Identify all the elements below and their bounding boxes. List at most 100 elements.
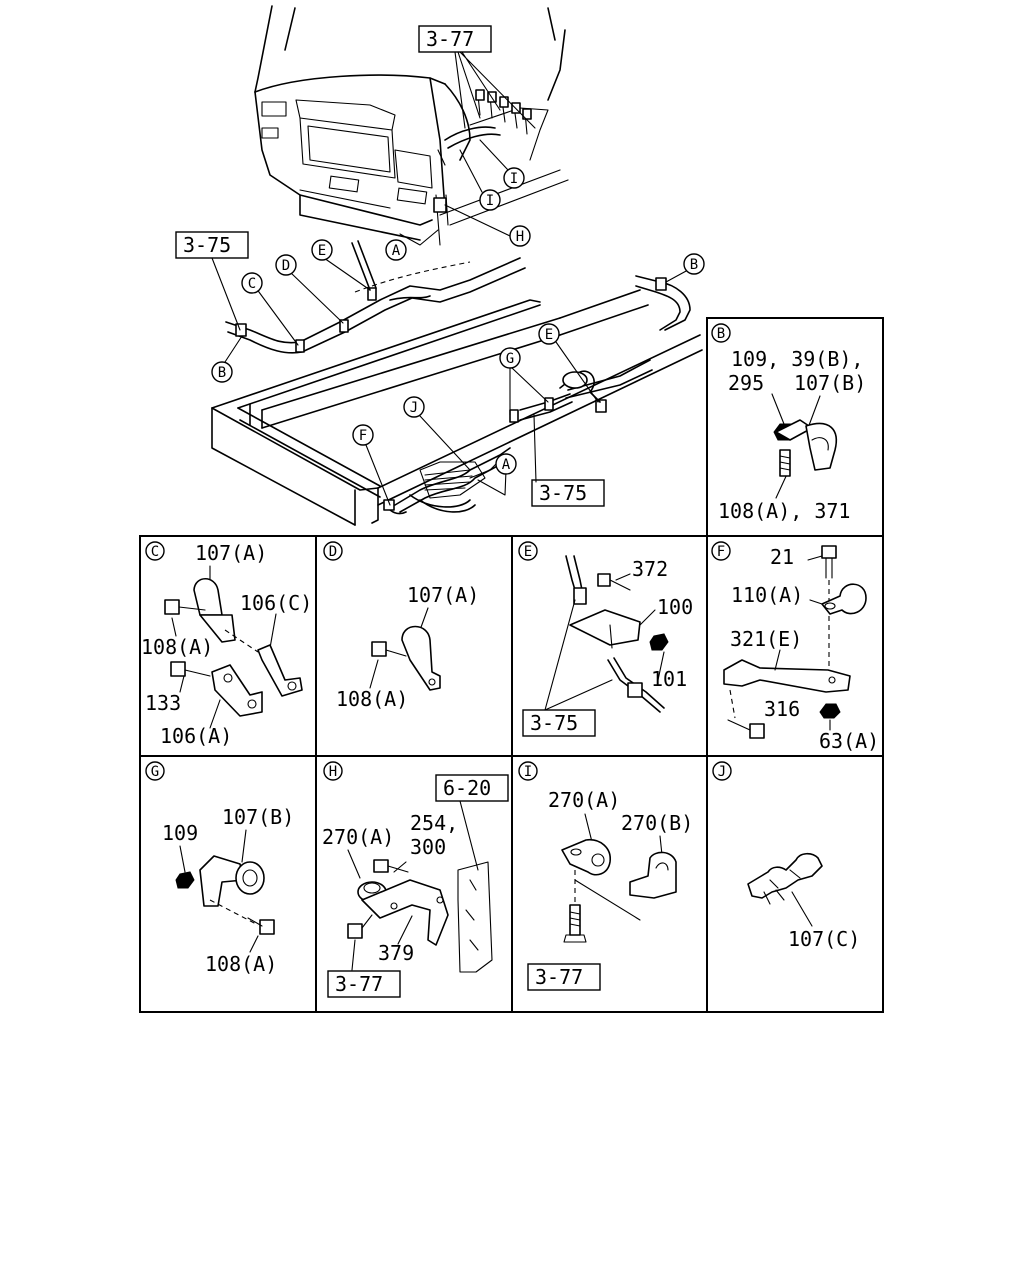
callout-C: C: [241, 272, 263, 294]
detail-panel-H: H 6-20 270(A) 254, 300 379 3-77: [322, 761, 509, 998]
bolt-head-icon: [597, 573, 611, 587]
part-label: 106(C): [240, 591, 312, 615]
truck-cab-illustration: [254, 5, 569, 246]
callout-B-2: B: [683, 253, 705, 275]
clamp-icon: [629, 851, 677, 899]
panel-letter: D: [329, 544, 337, 560]
clamp-icon: [193, 577, 223, 616]
callout-letter: I: [510, 171, 518, 187]
callout-A-2: A: [495, 453, 517, 475]
part-label: 270(A): [322, 825, 394, 849]
nut-icon: [175, 871, 195, 889]
bracket-icon: [257, 644, 303, 697]
connector-icon: [627, 682, 643, 698]
callout-H: H: [509, 225, 531, 247]
nut-icon: [649, 633, 669, 651]
part-label: 300: [410, 835, 446, 859]
callout-letter: G: [506, 351, 514, 367]
connector-icon: [573, 587, 587, 605]
bracket-icon: [199, 855, 245, 907]
callout-letter: B: [218, 365, 226, 381]
callout-E-1: E: [311, 239, 333, 261]
ref-label: 3-75: [539, 481, 587, 505]
callout-letter: E: [318, 243, 326, 259]
bracket-icon: [211, 664, 263, 717]
ref-label: 3-75: [530, 711, 578, 735]
ref-box-3-77-panel-H: 3-77: [327, 970, 401, 998]
detail-panel-F: F 21 110(A) 321(E) 316 63(A): [711, 541, 879, 753]
detail-panel-J: J 107(C): [712, 761, 860, 951]
clamp-icon: [821, 583, 867, 615]
callout-letter: A: [392, 243, 401, 259]
part-label: 379: [378, 941, 414, 965]
bolt-head-icon: [259, 919, 275, 935]
part-label: 270(A): [548, 788, 620, 812]
ref-box-3-77-panel-I: 3-77: [527, 963, 601, 991]
panel-letter: H: [329, 764, 337, 780]
main-assembly-view: 3-77 3-75 3-75 I: [175, 5, 705, 526]
callout-I-2: I: [479, 189, 501, 211]
part-label: 108(A): [336, 687, 408, 711]
callout-letter: H: [516, 229, 524, 245]
panel-letter: G: [151, 764, 159, 780]
bolt-head-icon: [164, 599, 180, 615]
clamp-icon: [747, 852, 823, 899]
part-label: 21: [770, 545, 794, 569]
part-label: 372: [632, 557, 668, 581]
callout-F: F: [352, 424, 374, 446]
callout-E-2: E: [538, 323, 560, 345]
detail-panel-I: I 270(A) 270(B) 3-77: [518, 761, 693, 991]
ref-label: 3-77: [335, 972, 383, 996]
bolt-head-icon: [170, 661, 186, 677]
clamp-icon: [401, 625, 441, 691]
panel-letter: E: [524, 544, 532, 560]
callout-letter: B: [690, 257, 698, 273]
part-label: 107(A): [407, 583, 479, 607]
ref-label: 6-20: [443, 776, 491, 800]
callout-D: D: [275, 254, 297, 276]
nut-icon: [819, 703, 841, 719]
bolt-head-icon: [821, 545, 837, 559]
part-label: 270(B): [621, 811, 693, 835]
part-label: 101: [651, 667, 687, 691]
part-label: 100: [657, 595, 693, 619]
part-label: 110(A): [731, 583, 803, 607]
callout-letter: F: [359, 428, 367, 444]
part-label: 107(A): [195, 541, 267, 565]
bolt-head-icon: [749, 723, 765, 739]
part-label: 254,: [410, 811, 458, 835]
callout-G: G: [499, 347, 521, 369]
bolt-head-icon: [371, 641, 387, 657]
panel-letter: F: [717, 544, 725, 560]
clamp-icon: [235, 861, 265, 895]
bracket-icon: [723, 659, 851, 693]
callout-A-1: A: [385, 239, 407, 261]
callout-J: J: [403, 396, 425, 418]
bracket-icon: [569, 609, 641, 646]
part-label: 107(C): [788, 927, 860, 951]
bolt-head-icon: [373, 859, 389, 873]
part-label: 295: [728, 371, 764, 395]
detail-panel-C: C 107(A) 106(C) 108(A) 133 106(A): [141, 541, 312, 748]
callout-I-1: I: [503, 167, 525, 189]
detail-grid: [139, 317, 884, 1013]
bracket-icon: [361, 879, 449, 946]
detail-panel-E: E 372 100 101 3-75: [518, 541, 693, 737]
part-label: 109, 39(B),: [731, 347, 863, 371]
callout-letter: C: [248, 276, 256, 292]
detail-panel-B: B 109, 39(B), 295 107(B) 108(A), 371: [711, 323, 866, 523]
callout-B-1: B: [211, 361, 233, 383]
callout-letter: D: [282, 258, 290, 274]
part-label: 133: [145, 691, 181, 715]
panel-letter: B: [717, 326, 725, 342]
part-label: 106(A): [160, 724, 232, 748]
part-label: 108(A), 371: [718, 499, 850, 523]
ref-box-3-75-panel-E: 3-75: [522, 709, 596, 737]
callout-letter: E: [545, 327, 553, 343]
panel-letter: I: [524, 764, 532, 780]
part-label: 108(A): [205, 952, 277, 976]
part-label: 316: [764, 697, 800, 721]
callout-letter: J: [410, 400, 418, 416]
ref-box-3-77-top: 3-77: [418, 25, 492, 53]
